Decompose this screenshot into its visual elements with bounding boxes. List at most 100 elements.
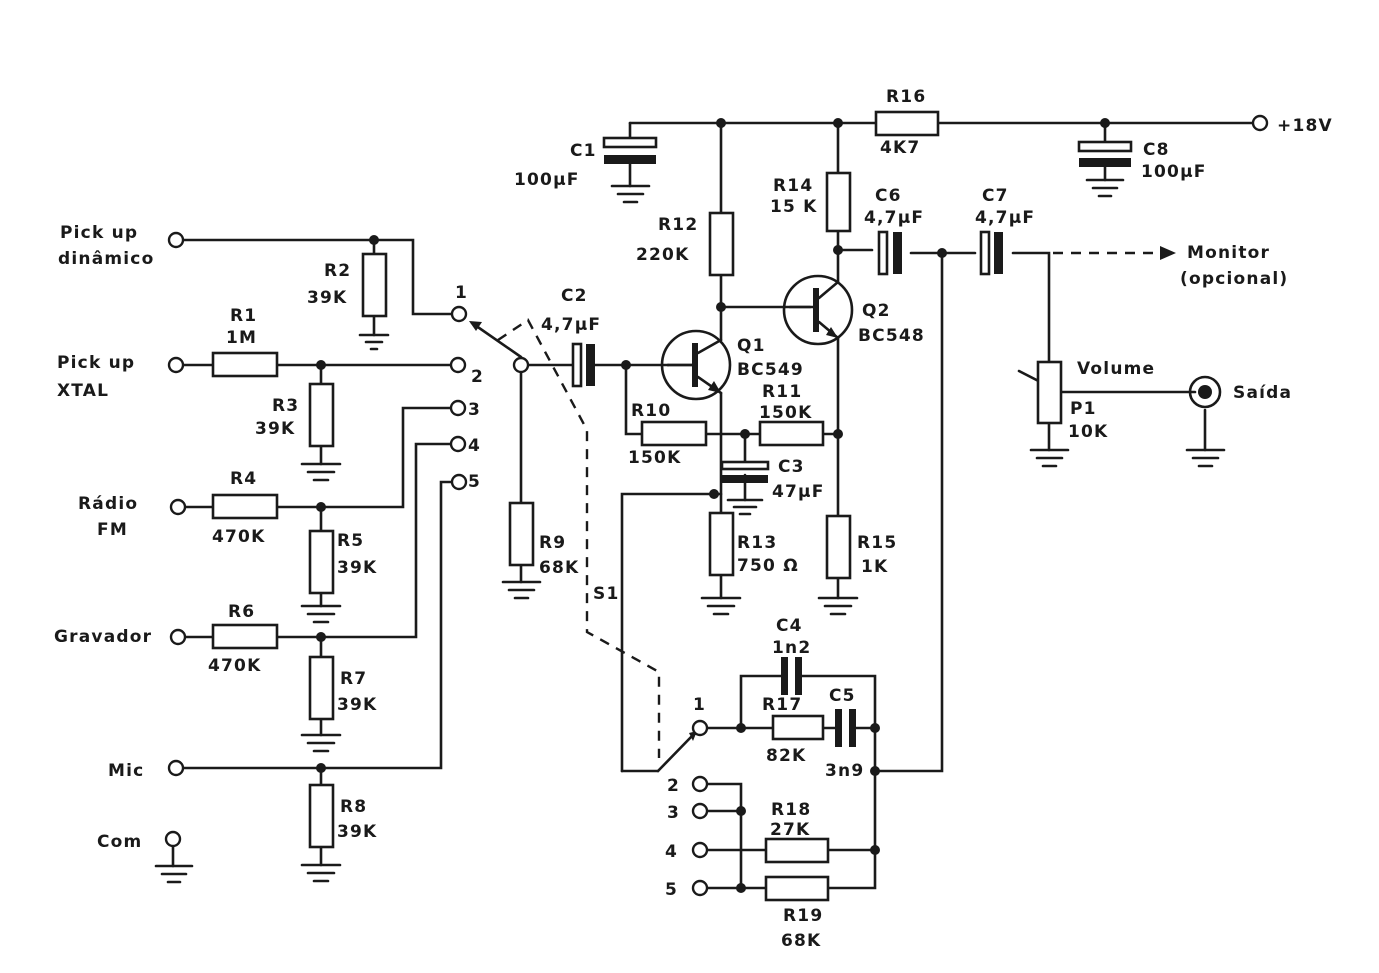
r17-ref: R17	[762, 695, 802, 715]
terminals	[164, 114, 1269, 897]
c3-plate-neg	[722, 475, 768, 483]
ground-symbol	[154, 864, 194, 884]
s1a-pos-2	[449, 356, 467, 374]
label-pickup-dinamico-1: Pick up	[60, 223, 138, 243]
c4-value: 1n2	[772, 638, 811, 658]
q1-value: BC549	[737, 360, 804, 380]
c5-value: 3n9	[825, 761, 864, 781]
r9-body	[508, 501, 535, 567]
s1a-num-3: 3	[468, 400, 481, 420]
c3-value: 47μF	[772, 482, 825, 502]
r14-body	[825, 171, 852, 233]
r6-ref: R6	[228, 602, 255, 622]
ground-symbol	[817, 596, 859, 616]
c6-ref: C6	[875, 186, 902, 206]
labels: Pick up dinâmico Pick up XTAL Rádio FM G…	[54, 87, 1333, 951]
label-radio-2: FM	[97, 520, 128, 540]
r4-body	[211, 493, 279, 520]
s1b-num-5: 5	[665, 880, 678, 900]
r1-value: 1M	[226, 328, 257, 348]
r16-ref: R16	[886, 87, 926, 107]
label-gravador: Gravador	[54, 627, 152, 647]
p1-body	[1036, 360, 1063, 425]
c6-plate-pos	[877, 230, 889, 276]
c7-value: 4,7μF	[975, 208, 1035, 228]
r1-body	[211, 351, 279, 378]
transistor-q2	[782, 274, 854, 346]
label-supply: +18V	[1277, 116, 1333, 136]
c8-plate-pos	[1077, 140, 1133, 153]
s1b-num-1: 1	[693, 695, 706, 715]
ground-symbol	[1085, 178, 1125, 198]
ground-symbol	[300, 604, 342, 624]
r16-body	[874, 110, 940, 137]
r11-value: 150K	[759, 403, 812, 423]
r7-ref: R7	[340, 669, 367, 689]
r14-value: 15 K	[770, 197, 818, 217]
s1a-pos-4	[449, 435, 467, 453]
r16-value: 4K7	[880, 138, 920, 158]
terminal-supply	[1251, 114, 1269, 132]
s1b-num-3: 3	[667, 803, 680, 823]
r8-ref: R8	[340, 797, 367, 817]
terminal-com	[164, 830, 182, 848]
ground-symbol	[501, 580, 542, 600]
s1a-num-5: 5	[468, 472, 481, 492]
r19-value: 68K	[781, 931, 821, 951]
ground-symbol	[300, 733, 342, 753]
s1b-num-4: 4	[665, 842, 678, 862]
r17-body	[771, 714, 825, 741]
s1a-pos-3	[449, 399, 467, 417]
terminal-pickup-xtal	[167, 356, 185, 374]
s1b-pos-5	[691, 879, 709, 897]
r3-ref: R3	[272, 396, 299, 416]
r17-value: 82K	[766, 746, 806, 766]
ground-symbol	[1029, 448, 1070, 468]
resistors	[211, 110, 1063, 902]
r13-ref: R13	[737, 533, 777, 553]
c4-plate-a	[781, 657, 788, 695]
q2-ref: Q2	[862, 301, 891, 321]
r19-ref: R19	[783, 906, 823, 926]
p1-value: 10K	[1068, 422, 1108, 442]
c4-ref: C4	[776, 616, 803, 636]
ground-symbol	[700, 596, 742, 616]
grounds	[154, 178, 1226, 884]
r18-ref: R18	[771, 800, 811, 820]
s1a-num-1: 1	[455, 283, 468, 303]
c6-plate-neg	[893, 232, 902, 274]
c2-plate-pos	[571, 342, 583, 388]
s1a-pos-1	[450, 305, 468, 323]
r10-body	[640, 420, 708, 447]
ground-symbol	[1185, 448, 1226, 468]
r2-body	[361, 252, 388, 318]
c4-plate-b	[795, 657, 802, 695]
s1a-num-4: 4	[468, 436, 481, 456]
r18-body	[764, 837, 830, 864]
label-pickup-xtal-2: XTAL	[57, 381, 109, 401]
r4-ref: R4	[230, 469, 257, 489]
ground-symbol	[358, 333, 390, 351]
r3-body	[308, 382, 335, 448]
s1b-pos-1	[691, 719, 709, 737]
s1b-pos-3	[691, 802, 709, 820]
s1a-pos-5	[450, 473, 468, 491]
r12-ref: R12	[658, 215, 698, 235]
c2-ref: C2	[561, 286, 588, 306]
monitor-arrow	[1053, 246, 1176, 260]
r12-value: 220K	[636, 245, 689, 265]
terminal-gravador	[169, 628, 187, 646]
r6-value: 470K	[208, 656, 261, 676]
ground-symbol	[300, 863, 342, 883]
r19-body	[764, 875, 830, 902]
r18-value: 27K	[770, 820, 810, 840]
s1a-num-2: 2	[471, 367, 484, 387]
r9-ref: R9	[539, 533, 566, 553]
c2-plate-neg	[586, 344, 595, 386]
c1-ref: C1	[570, 141, 597, 161]
r8-value: 39K	[337, 822, 377, 842]
c5-ref: C5	[829, 686, 856, 706]
r10-value: 150K	[628, 448, 681, 468]
r10-ref: R10	[631, 401, 671, 421]
